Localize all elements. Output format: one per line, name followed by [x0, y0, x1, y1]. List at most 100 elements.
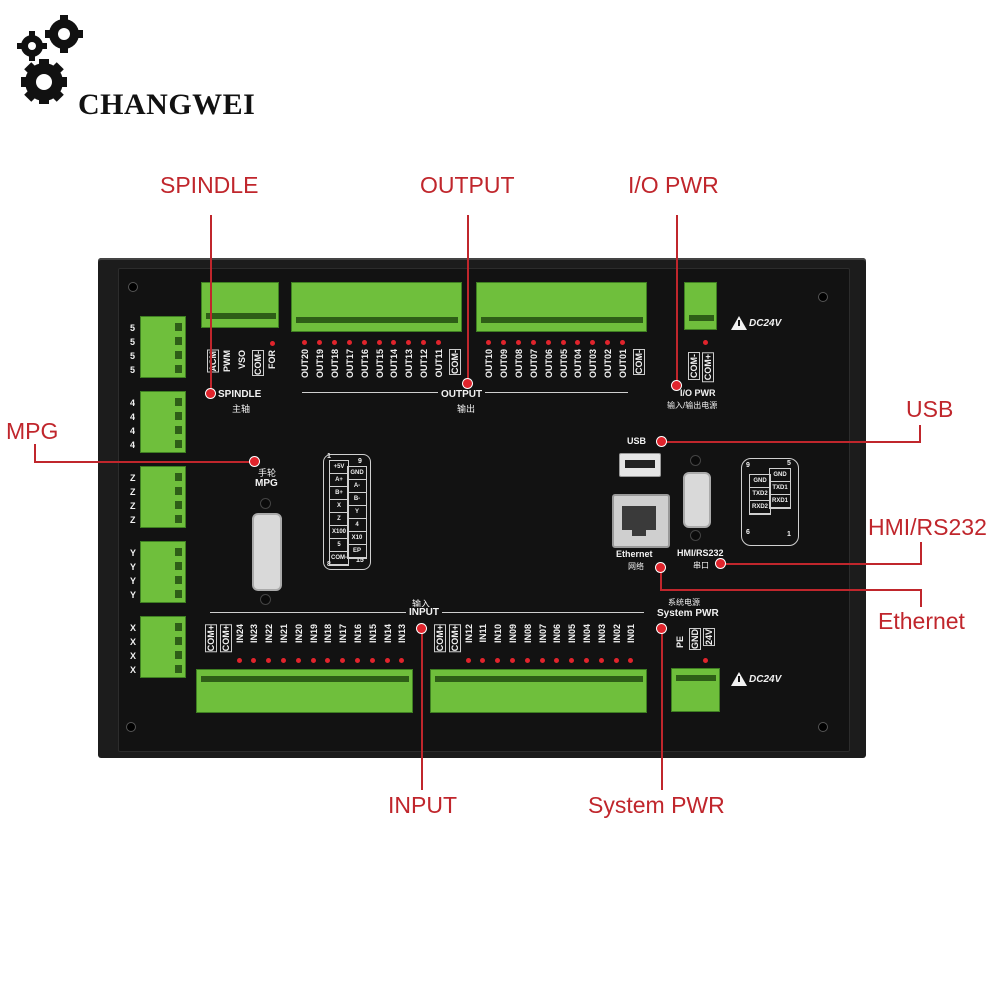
dc24v-bottom: DC24V — [749, 674, 782, 685]
usb-port[interactable] — [619, 453, 661, 477]
output-pin: OUT07 — [528, 349, 539, 379]
ethernet-port[interactable] — [612, 494, 670, 548]
output-pin: OUT18 — [329, 349, 340, 379]
input-pin: IN05 — [567, 624, 578, 644]
axis-terminal[interactable] — [140, 316, 186, 378]
axis-terminal[interactable] — [140, 466, 186, 528]
pin-label: GND — [750, 475, 770, 488]
callout-spindle: SPINDLE — [160, 172, 259, 198]
callout-io-pwr: I/O PWR — [628, 172, 719, 198]
db9-screw — [690, 530, 701, 541]
output-pin: OUT12 — [419, 349, 430, 379]
output-pin: OUT20 — [300, 349, 310, 379]
warning-icon — [731, 672, 747, 686]
leader-ethernet-v — [660, 567, 662, 591]
leader-usb-v — [919, 425, 921, 443]
leader-output — [467, 215, 469, 383]
input-led — [399, 658, 405, 663]
warning-icon — [731, 316, 747, 330]
pin-label: Z — [330, 513, 348, 526]
sys-pwr-terminal[interactable] — [671, 668, 720, 712]
pin-label: RXD1 — [770, 495, 790, 508]
leader-hmi-v — [920, 542, 922, 565]
spindle-pin: COM- — [252, 350, 264, 376]
output-pin: OUT06 — [543, 349, 554, 379]
output-led — [560, 340, 566, 345]
pin-label: Y — [348, 506, 366, 519]
input-led — [539, 658, 545, 663]
pin-label: B+ — [330, 487, 348, 500]
axis-label: X — [130, 637, 137, 647]
input-led — [251, 658, 257, 663]
axis-label: X — [130, 623, 137, 633]
axis-label: X — [130, 651, 137, 661]
axis-label: 4 — [130, 398, 136, 408]
output-pin: OUT02 — [603, 349, 614, 379]
input-led — [310, 658, 316, 663]
sys-pwr-led — [703, 658, 708, 663]
axis-label: Z — [130, 487, 136, 497]
input-led — [569, 658, 575, 663]
spindle-terminal[interactable] — [201, 282, 279, 328]
input-pin: IN16 — [353, 624, 363, 644]
input-pin: COM+ — [205, 624, 217, 653]
output-pin: COM- — [633, 349, 645, 375]
input-led — [524, 658, 530, 663]
mpg-label: MPG — [255, 478, 278, 489]
mpg-num: 9 — [358, 458, 362, 465]
input-led — [355, 658, 360, 663]
input-terminal-right[interactable] — [430, 669, 647, 713]
io-pwr-label: I/O PWR — [680, 388, 716, 398]
output-terminal-left[interactable] — [291, 282, 462, 332]
rs232-num: 6 — [746, 529, 750, 536]
pin-label: +5V — [330, 461, 348, 474]
io-pwr-terminal[interactable] — [684, 282, 717, 330]
axis-label: 5 — [130, 351, 136, 361]
output-pin: OUT10 — [484, 349, 494, 379]
output-led — [620, 340, 626, 345]
input-pin: IN09 — [508, 624, 518, 644]
input-led — [480, 658, 486, 663]
leader-hmi — [722, 563, 922, 565]
hmi-rs232-port[interactable] — [683, 472, 711, 528]
output-pin: COM- — [449, 349, 461, 375]
rs232-pin-diagram — [741, 458, 799, 546]
input-pin: COM+ — [219, 624, 232, 653]
mpg-db15-port[interactable] — [252, 513, 282, 591]
mpg-pin-diagram — [323, 454, 371, 570]
mpg-cn-label: 手轮 — [258, 468, 277, 478]
axis-terminal[interactable] — [140, 616, 186, 678]
callout-input: INPUT — [388, 792, 457, 818]
io-pwr-led — [703, 340, 708, 345]
input-led — [369, 658, 375, 663]
input-terminal-left[interactable] — [196, 669, 413, 713]
sys-pwr-pin-24v: 24V — [703, 628, 715, 647]
output-pin: OUT09 — [498, 349, 509, 379]
leader-mpg-v — [34, 444, 36, 463]
axis-terminal[interactable] — [140, 541, 186, 603]
pin-label: TXD2 — [750, 488, 770, 501]
input-pin: IN14 — [382, 624, 393, 644]
input-pin: IN01 — [626, 624, 637, 644]
axis-label: 4 — [130, 412, 136, 422]
spindle-cn-label: 主轴 — [232, 404, 251, 414]
output-pin: OUT05 — [558, 349, 569, 379]
output-led — [590, 340, 596, 345]
rs232-num: 1 — [787, 531, 791, 538]
input-pin: IN10 — [493, 624, 504, 644]
pin-label: 4 — [348, 519, 366, 532]
output-led — [302, 340, 307, 345]
input-cn-label: 输入 — [412, 599, 431, 609]
axis-label: 4 — [130, 440, 136, 450]
axis-terminal[interactable] — [140, 391, 186, 453]
input-led — [281, 658, 286, 663]
output-led — [436, 340, 442, 345]
output-terminal-right[interactable] — [476, 282, 647, 332]
output-pin: OUT03 — [588, 349, 599, 379]
axis-label: Z — [130, 473, 136, 483]
input-pin: IN19 — [308, 624, 319, 644]
input-pin: COM+ — [434, 624, 446, 653]
output-pin: OUT16 — [359, 349, 370, 379]
input-pin: IN20 — [293, 624, 304, 644]
